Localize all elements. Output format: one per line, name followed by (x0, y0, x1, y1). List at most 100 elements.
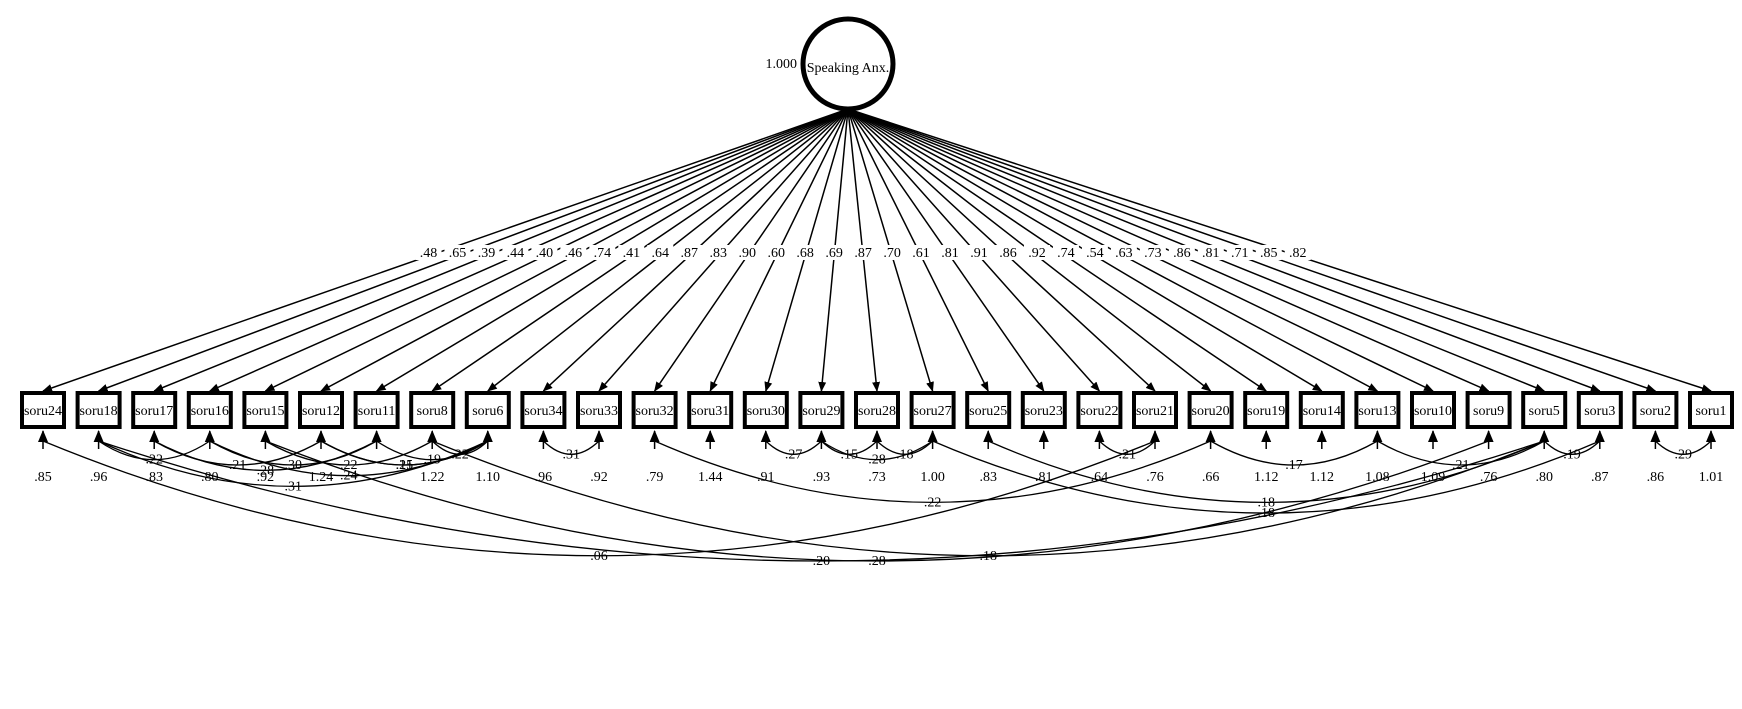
covariance-curve-soru24-soru21 (42, 440, 1156, 557)
loading-label-soru12: .46 (565, 246, 583, 261)
covariance-curve-soru29-soru28 (820, 440, 878, 455)
indicator-label-soru31: soru31 (691, 404, 729, 419)
covariance-curve-soru25-soru5 (987, 440, 1545, 503)
loading-label-bg (705, 245, 732, 260)
loading-label-soru9: .86 (1173, 246, 1191, 261)
error-variance-soru16: .80 (201, 470, 219, 485)
loading-label-bg (734, 245, 761, 260)
loading-label-bg (1226, 245, 1253, 260)
loading-label-bg (502, 245, 529, 260)
error-variance-soru9: .76 (1480, 470, 1498, 485)
error-variance-soru24: .85 (34, 470, 52, 485)
covariance-label-soru2-soru1: .29 (1674, 447, 1692, 462)
error-variance-soru20: .66 (1202, 470, 1220, 485)
indicator-label-soru14: soru14 (1303, 404, 1341, 419)
loading-label-soru31: .60 (767, 246, 785, 261)
covariance-label-soru30-soru29: .27 (785, 447, 803, 462)
indicator-label-soru16: soru16 (191, 404, 229, 419)
loading-label-soru20: .92 (1028, 246, 1046, 261)
loading-label-soru33: .83 (709, 246, 727, 261)
error-variance-soru1: 1.01 (1699, 470, 1724, 485)
indicator-label-soru28: soru28 (858, 404, 896, 419)
loading-label-bg (1197, 245, 1224, 260)
covariance-curve-soru8-soru5 (431, 440, 1545, 557)
error-variance-soru22: .64 (1091, 470, 1109, 485)
loading-label-bg (879, 245, 906, 260)
indicator-label-soru9: soru9 (1473, 404, 1504, 419)
loading-label-bg (1139, 245, 1166, 260)
loading-label-bg (908, 245, 935, 260)
error-variance-soru18: .96 (90, 470, 108, 485)
error-variance-soru6: 1.10 (476, 470, 501, 485)
loading-label-soru17: .39 (478, 246, 496, 261)
error-variance-soru15: .92 (257, 470, 275, 485)
covariance-label-soru18-soru16: .22 (145, 453, 163, 468)
error-variance-soru21: .76 (1146, 470, 1164, 485)
error-variance-soru31: 1.44 (698, 470, 723, 485)
covariance-label-soru20-soru13: .17 (1285, 458, 1303, 473)
error-variance-soru5: .80 (1535, 470, 1553, 485)
indicator-box-soru13 (1354, 391, 1401, 429)
loading-label-soru11: .74 (594, 246, 612, 261)
loading-arrows (42, 108, 1712, 393)
covariance-curve-soru12-soru6 (320, 440, 489, 466)
loading-label-soru13: .63 (1115, 246, 1133, 261)
loading-label-bg (966, 245, 993, 260)
indicator-box-soru10 (1410, 391, 1456, 429)
covariance-curve-soru15-soru8 (265, 440, 433, 466)
covariance-label-soru12-soru6: .21 (396, 458, 414, 473)
latent-circle (800, 16, 896, 112)
indicator-label-soru24: soru24 (24, 404, 62, 419)
error-variance-soru2: .86 (1647, 470, 1665, 485)
indicator-box-soru3 (1576, 391, 1623, 429)
covariance-label-soru15-soru8: .22 (340, 458, 358, 473)
indicator-label-soru19: soru19 (1247, 404, 1285, 419)
loading-arrow-soru17 (153, 108, 849, 392)
indicator-label-soru29: soru29 (802, 404, 840, 419)
indicator-box-soru33 (576, 391, 622, 429)
indicator-label-soru34: soru34 (524, 404, 562, 419)
loading-label-bg (1168, 245, 1195, 260)
indicator-box-soru15 (242, 391, 289, 429)
latent-label: Speaking Anx. (807, 61, 889, 76)
loading-labels: .48.65.39.44.40.46.74.41.64.87.83.90.60.… (415, 245, 1311, 261)
error-variance-soru14: 1.12 (1310, 470, 1335, 485)
indicator-box-soru17 (131, 391, 178, 429)
loading-label-bg (531, 245, 558, 260)
indicator-box-soru34 (520, 391, 567, 429)
loading-arrow-soru9 (847, 108, 1490, 392)
loading-arrow-soru16 (208, 108, 849, 392)
indicator-label-soru8: soru8 (417, 404, 448, 419)
error-variance-soru10: 1.09 (1421, 470, 1446, 485)
loading-label-bg (676, 245, 703, 260)
loading-label-soru19: .74 (1057, 246, 1075, 261)
indicator-label-soru22: soru22 (1080, 404, 1118, 419)
loading-label-bg (560, 245, 587, 260)
loading-label-bg (1255, 245, 1282, 260)
covariance-curve-soru20-soru13 (1210, 440, 1378, 466)
loading-label-bg (821, 245, 848, 260)
loading-label-soru30: .68 (796, 246, 814, 261)
indicator-label-soru20: soru20 (1192, 404, 1230, 419)
loading-label-soru29: .69 (825, 246, 843, 261)
loading-label-bg (618, 245, 645, 260)
indicator-box-soru27 (909, 391, 956, 429)
loading-label-soru24: .48 (420, 246, 438, 261)
indicator-label-soru5: soru5 (1529, 404, 1560, 419)
loading-label-soru18: .65 (449, 246, 467, 261)
loading-label-bg (444, 245, 471, 260)
indicator-box-soru22 (1076, 391, 1123, 429)
loading-label-soru8: .41 (623, 246, 641, 261)
covariance-label-soru32-soru20: .22 (924, 495, 942, 510)
covariance-curve-soru5-soru3 (1543, 440, 1601, 455)
covariance-curve-soru18-soru16 (98, 440, 211, 461)
covariance-label-soru24-soru21: .06 (590, 549, 608, 564)
loading-label-bg (1110, 245, 1137, 260)
indicator-label-soru13: soru13 (1358, 404, 1396, 419)
loading-label-soru16: .44 (507, 246, 525, 261)
covariance-curve-soru28-soru27 (876, 440, 934, 455)
indicator-box-soru16 (186, 391, 233, 429)
error-variance-soru13: 1.08 (1365, 470, 1390, 485)
indicator-label-soru10: soru10 (1414, 404, 1452, 419)
